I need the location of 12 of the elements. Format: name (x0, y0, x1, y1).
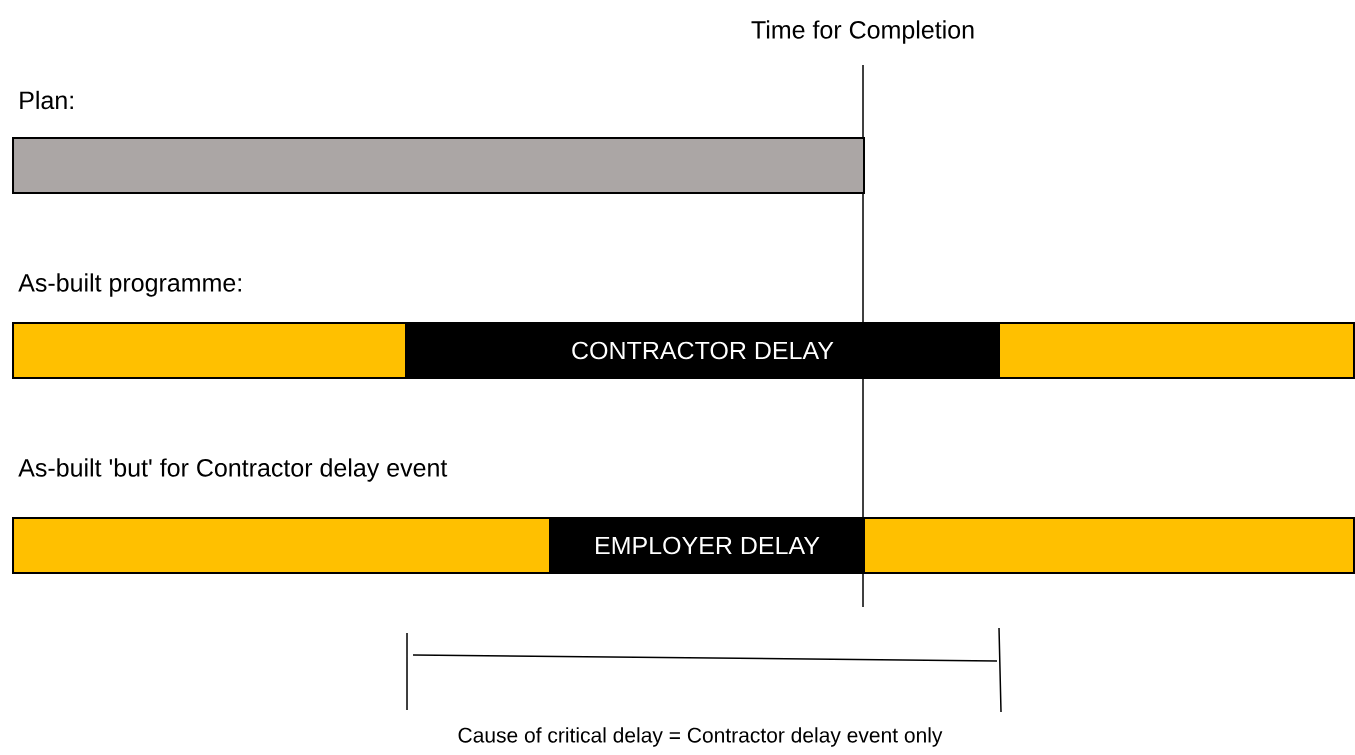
bar-segment (998, 322, 1355, 379)
delay-bar: CONTRACTOR DELAY (405, 322, 1000, 379)
row-heading: Plan: (20, 90, 73, 110)
bar-segment (12, 137, 865, 194)
bar-segment (12, 517, 551, 574)
milestone-label: Time for Completion (751, 20, 974, 44)
bar-segment (863, 517, 1355, 574)
row-heading: As-built programme: (18, 273, 241, 297)
row-heading: As-built 'but' for Contractor delay event (18, 458, 448, 482)
bar-segment (12, 322, 407, 379)
delay-bar: EMPLOYER DELAY (549, 517, 865, 574)
dimension-label: Cause of critical delay = Contractor delay event only (458, 727, 943, 747)
